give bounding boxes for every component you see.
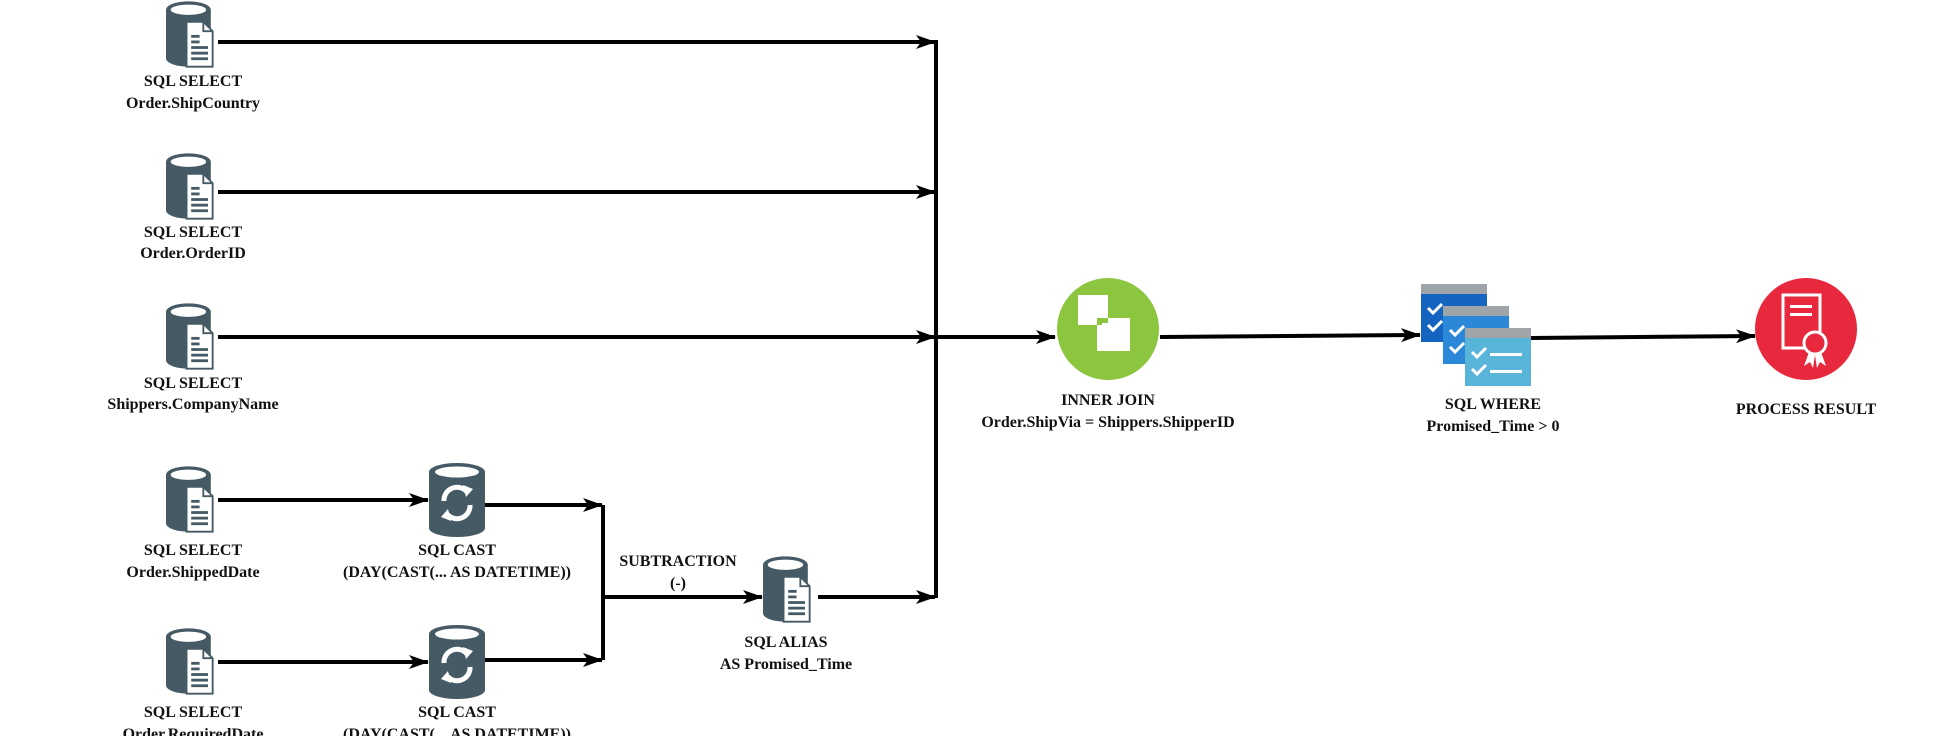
node-select-shippeddate[interactable]: SQL SELECT Order.ShippedDate	[126, 465, 260, 581]
node-label-line1: INNER JOIN	[1061, 392, 1155, 409]
node-label-line1: SQL WHERE	[1445, 396, 1541, 413]
node-cast-required[interactable]: SQL CAST (DAY(CAST(... AS DATETIME))	[343, 625, 571, 736]
node-label-line1: SQL SELECT	[144, 704, 243, 721]
node-label-line2: Order.ShippedDate	[126, 564, 259, 581]
node-select-shipcountry[interactable]: SQL SELECT Order.ShipCountry	[126, 0, 260, 112]
node-label-line2: Shippers.CompanyName	[107, 396, 278, 413]
node-label-line2: (DAY(CAST(... AS DATETIME))	[343, 564, 571, 581]
node-label-line1: SQL ALIAS	[744, 634, 827, 651]
node-label-line2: Order.OrderID	[140, 245, 246, 262]
node-label-line2: (DAY(CAST(... AS DATETIME))	[343, 726, 571, 736]
node-label-line1: SQL SELECT	[144, 375, 243, 392]
node-label-line1: SQL SELECT	[144, 224, 243, 241]
node-label-line1: SQL SELECT	[144, 73, 243, 90]
database-document-icon	[166, 465, 214, 533]
database-refresh-icon	[429, 625, 485, 699]
node-label-line1: PROCESS RESULT	[1736, 401, 1877, 418]
database-document-icon	[166, 0, 214, 68]
node-cast-shipped[interactable]: SQL CAST (DAY(CAST(... AS DATETIME))	[343, 463, 571, 581]
node-select-orderid[interactable]: SQL SELECT Order.OrderID	[140, 152, 246, 262]
edge-label-subtraction: SUBTRACTION (-)	[619, 553, 737, 592]
node-where[interactable]: SQL WHERE Promised_Time > 0	[1421, 284, 1559, 435]
database-refresh-icon	[429, 463, 485, 537]
join-icon	[1057, 278, 1159, 380]
edges	[218, 35, 1756, 669]
node-label-line1: SQL CAST	[418, 542, 496, 559]
database-document-icon	[166, 302, 214, 370]
node-select-requireddate[interactable]: SQL SELECT Order.RequiredDate	[123, 627, 264, 736]
node-label-line2: Order.ShipCountry	[126, 95, 260, 112]
node-label-line2: Order.ShipVia = Shippers.ShipperID	[981, 414, 1234, 431]
node-inner-join[interactable]: INNER JOIN Order.ShipVia = Shippers.Ship…	[981, 278, 1235, 431]
edge-where-to-result	[1529, 329, 1756, 344]
database-document-icon	[166, 627, 214, 695]
node-label-line1: SQL SELECT	[144, 542, 243, 559]
database-document-icon	[166, 152, 214, 220]
edge-join-to-where	[1159, 328, 1421, 343]
certificate-icon	[1755, 278, 1857, 380]
node-select-companyname[interactable]: SQL SELECT Shippers.CompanyName	[107, 302, 279, 413]
checklist-windows-icon	[1421, 284, 1531, 386]
subtraction-label-line1: SUBTRACTION	[619, 553, 737, 570]
node-label-line2: Order.RequiredDate	[123, 726, 264, 736]
node-process-result[interactable]: PROCESS RESULT	[1736, 278, 1877, 418]
node-label-line2: AS Promised_Time	[720, 656, 852, 673]
node-alias[interactable]: SQL ALIAS AS Promised_Time	[720, 555, 852, 673]
node-label-line2: Promised_Time > 0	[1427, 418, 1560, 435]
node-label-line1: SQL CAST	[418, 704, 496, 721]
subtraction-label-line2: (-)	[670, 575, 686, 592]
database-document-icon	[763, 555, 811, 623]
